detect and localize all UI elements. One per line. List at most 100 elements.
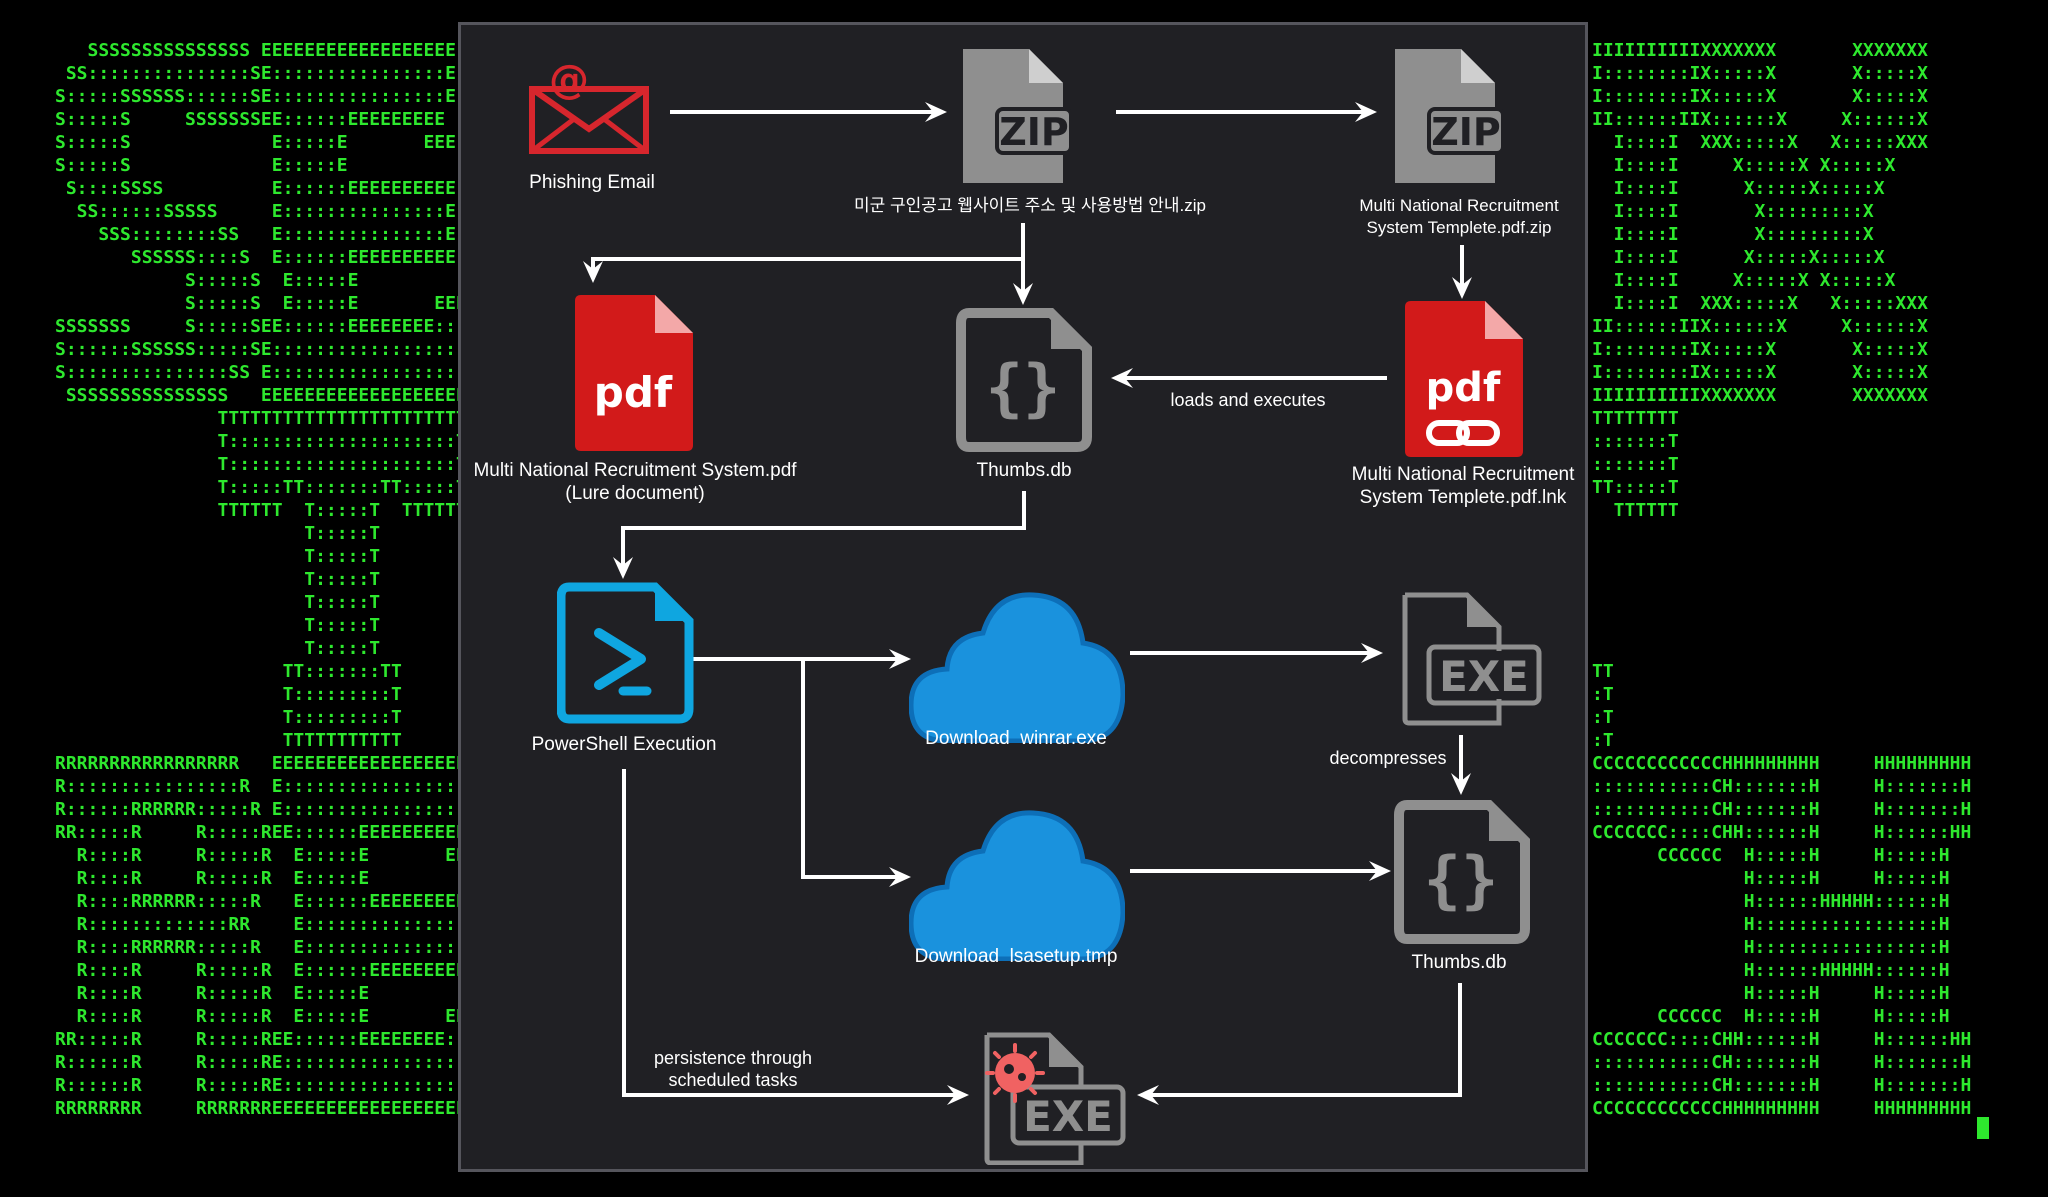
script-file-icon: {} <box>956 308 1092 452</box>
ascii-right-line: H:::::::::::::::::H <box>1592 914 1950 935</box>
arrow-zip-to-lure-pdf <box>583 257 1025 283</box>
braces-text: {} <box>986 351 1061 424</box>
ascii-left-line: R::::R R:::::R E:::::E <box>55 868 370 889</box>
pdf-text: pdf <box>594 368 673 417</box>
exe-file-icon: EXE <box>1402 592 1542 726</box>
ascii-left-line: RRRRRRRRRRRRRRRRR EEEEEEEEEEEEEEEEEEE <box>55 753 478 774</box>
thumbs-db-label: Thumbs.db <box>976 460 1072 481</box>
lure-pdf-label: Multi National Recruitment System.pdf (L… <box>473 460 797 504</box>
exe-text: EXE <box>1439 652 1529 701</box>
arrow-winrar-to-exe <box>1130 643 1383 663</box>
ascii-left-line: R::::RRRRRR:::::R E::::::EEEEEEEEEE <box>55 891 478 912</box>
ascii-right-line: I::::I X:::::X:::::X <box>1592 247 1885 268</box>
ascii-left-line: R::::R R:::::R E:::::E EEE <box>55 845 478 866</box>
ascii-left-line: TT:::::::TT <box>55 661 402 682</box>
ascii-right-line: I::::::::IX:::::X X:::::X <box>1592 86 1928 107</box>
ascii-right-line: TT <box>1592 661 1614 682</box>
pdf-shortcut-icon: pdf <box>1405 301 1523 457</box>
ascii-left-line: R::::R R:::::R E::::::EEEEEEEEEE <box>55 960 478 981</box>
template-zip-label: Multi National Recruitment System Temple… <box>1359 196 1559 237</box>
ascii-left-line: S:::::S E:::::E EEE <box>55 132 456 153</box>
arrow-email-to-zip <box>670 102 947 122</box>
download-lsasetup-label: Download lsasetup.tmp <box>914 946 1118 967</box>
ascii-right-line: :::::::::::CH:::::::H H:::::::H <box>1592 1052 1972 1073</box>
decompresses-label: decompresses <box>1329 748 1447 768</box>
arrow-exe-to-thumbs-db <box>1451 735 1471 795</box>
ascii-left-line: RR:::::R R:::::REE::::::EEEEEEEEEEE <box>55 822 478 843</box>
ascii-left-line: SSSSSSS S:::::SEE::::::EEEEEEEE::: <box>55 316 467 337</box>
download-winrar-label: Download winrar.exe <box>925 728 1107 749</box>
ascii-right-line: :::::::T <box>1592 454 1679 475</box>
ascii-right-line: :::::::::::CH:::::::H H:::::::H <box>1592 799 1972 820</box>
email-icon: @ <box>529 57 649 154</box>
virus-icon <box>985 1043 1045 1103</box>
ascii-right-line: I::::I X:::::X:::::X <box>1592 178 1885 199</box>
phishing-email-label: Phishing Email <box>529 172 655 193</box>
arrow-template-zip-to-lnk <box>1452 245 1472 299</box>
ascii-right-line: I::::I X:::::::::X <box>1592 224 1874 245</box>
malware-exe-icon: EXE <box>984 1032 1126 1165</box>
ascii-left-line: R::::R R:::::R E:::::E <box>55 983 370 1004</box>
powershell-label: PowerShell Execution <box>531 734 717 755</box>
ascii-right-line: TT:::::T <box>1592 477 1679 498</box>
ascii-right-line: CCCCCCC::::CHH::::::H H::::::HH <box>1592 822 1972 843</box>
ascii-left-line: T:::::::::::::::::::::T <box>55 454 467 475</box>
ascii-left-line: R::::RRRRRR:::::R E:::::::::::::::E <box>55 937 478 958</box>
ascii-left-line: T:::::T <box>55 615 381 636</box>
ascii-right-line: I::::I XXX:::::X X:::::XXX <box>1592 293 1928 314</box>
zip-file-icon: ZIP <box>963 49 1071 183</box>
ascii-left-line: RRRRRRRR RRRRRRREEEEEEEEEEEEEEEEEEE <box>55 1098 478 1119</box>
ascii-right-line: H::::::HHHHH::::::H <box>1592 960 1950 981</box>
arrow-zip-to-thumbs-db <box>1013 223 1033 305</box>
korean-zip-label: 미군 구인공고 웹사이트 주소 및 사용방법 안내.zip <box>854 196 1206 215</box>
ascii-right-line: CCCCCCC::::CHH::::::H H::::::HH <box>1592 1029 1972 1050</box>
zip-text: ZIP <box>1431 110 1501 154</box>
ascii-right-line: H:::::H H:::::H <box>1592 983 1950 1004</box>
ascii-left-line: S:::::S SSSSSSSEE::::::EEEEEEEEE <box>55 109 446 130</box>
ascii-right-line: :T <box>1592 707 1614 728</box>
ascii-left-line: R::::::R R:::::RE:::::::::::::::::: <box>55 1052 478 1073</box>
ascii-right-line: I::::::::IX:::::X X:::::X <box>1592 63 1928 84</box>
cloud-icon <box>909 810 1125 961</box>
ascii-left-line: S:::::::::::::::SS E:::::::::::::::::: <box>55 362 467 383</box>
ascii-left-line: T:::::TT:::::::TT:::::T <box>55 477 467 498</box>
ascii-right-line: IIIIIIIIIIXXXXXXX XXXXXXX <box>1592 385 1928 406</box>
lnk-pdf-label: Multi National Recruitment System Temple… <box>1351 464 1575 508</box>
arrow-powershell-to-malware <box>622 769 969 1105</box>
ascii-left-line: SSSSSSSSSSSSSSS EEEEEEEEEEEEEEEEEE <box>55 40 456 61</box>
ascii-left-line: RR:::::R R:::::REE::::::EEEEEEEE::: <box>55 1029 478 1050</box>
script-file-icon: {} <box>1394 800 1530 944</box>
ascii-left-line: T:::::::::::::::::::::T <box>55 431 467 452</box>
ascii-left-line: TTTTTT T:::::T TTTTTT <box>55 500 467 521</box>
arrow-thumbs-db-to-malware <box>1137 983 1462 1105</box>
ascii-left-line: TTTTTTTTTTTTTTTTTTTTTTT <box>55 408 467 429</box>
ascii-right-line: H:::::::::::::::::H <box>1592 937 1950 958</box>
ascii-right-line: IIIIIIIIIIXXXXXXX XXXXXXX <box>1592 40 1928 61</box>
diagram-panel: @ ZIP ZIP pdf {} pdf <box>458 22 1588 1172</box>
svg-text:@: @ <box>549 57 589 103</box>
ascii-right-line: II::::::IIX::::::X X::::::X <box>1592 316 1928 337</box>
ascii-right-line: TTTTTTTT <box>1592 408 1679 429</box>
ascii-left-line: S:::::S E:::::E <box>55 270 359 291</box>
ascii-left-line: T:::::T <box>55 546 381 567</box>
ascii-left-line: S:::::S E:::::E <box>55 155 348 176</box>
ascii-left-line: SS:::::::::::::::SE::::::::::::::::E <box>55 63 456 84</box>
ascii-left-line: T:::::::::T <box>55 707 402 728</box>
ascii-left-line: TTTTTTTTTTT <box>55 730 402 751</box>
ascii-left-line: R:::::::::::::RR E:::::::::::::::E <box>55 914 478 935</box>
ascii-left-line: T:::::T <box>55 592 381 613</box>
ascii-right-line: H:::::H H:::::H <box>1592 868 1950 889</box>
powershell-icon <box>557 582 694 724</box>
zip-text: ZIP <box>999 110 1069 154</box>
ascii-left-line: R::::::RRRRRR:::::R E:::::::::::::::::: <box>55 799 478 820</box>
cloud-icon <box>909 592 1125 743</box>
arrow-lsasetup-to-thumbs-db <box>1130 861 1391 881</box>
ascii-right-line: CCCCCCCCCCCCHHHHHHHHH HHHHHHHHH <box>1592 1098 1972 1119</box>
ascii-left-line: S::::SSSS E::::::EEEEEEEEEE <box>55 178 456 199</box>
ascii-right-line: :T <box>1592 684 1614 705</box>
ascii-right-line: I::::I X:::::::::X <box>1592 201 1874 222</box>
ascii-left-line: T:::::T <box>55 569 381 590</box>
pdf-file-icon: pdf <box>575 295 693 451</box>
ascii-right-line: H::::::HHHHH::::::H <box>1592 891 1950 912</box>
